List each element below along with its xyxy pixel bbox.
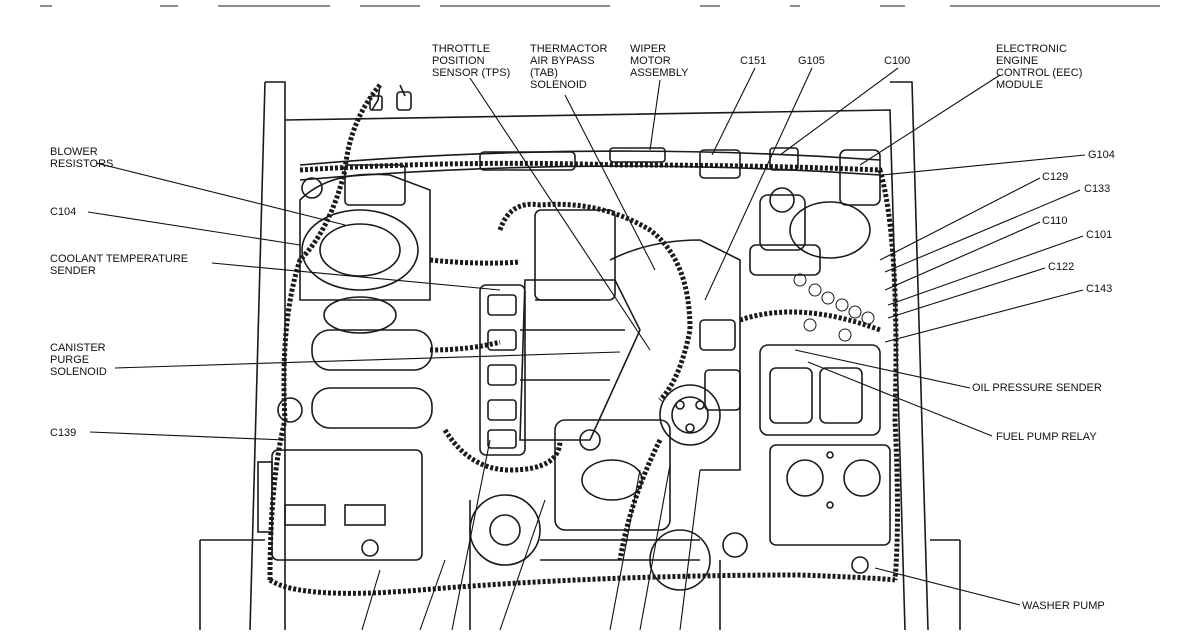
label-c151: C151	[740, 55, 766, 67]
vehicle-body-outline	[199, 81, 961, 631]
label-c100: C100	[884, 55, 910, 67]
washer-reservoir	[769, 444, 891, 574]
svg-text:WIPER: WIPER	[630, 43, 666, 55]
label-fuel-pump-relay: FUEL PUMP RELAY	[996, 431, 1097, 443]
heater-blower-housing	[299, 164, 431, 301]
intake-plenum	[519, 209, 641, 441]
svg-text:PURGE: PURGE	[50, 354, 89, 366]
svg-text:SOLENOID: SOLENOID	[50, 366, 107, 378]
label-c110: C110	[1042, 215, 1067, 227]
wiring-harness-top-connectors	[369, 84, 412, 111]
label-c139: C139	[50, 427, 76, 439]
svg-text:ASSEMBLY: ASSEMBLY	[630, 67, 689, 79]
svg-text:RESISTORS: RESISTORS	[50, 158, 113, 170]
label-throttle-position-sensor: THROTTLE POSITION SENSOR (TPS)	[432, 43, 510, 79]
svg-text:MODULE: MODULE	[996, 79, 1043, 91]
label-c133: C133	[1084, 183, 1110, 195]
label-c104: C104	[50, 206, 76, 218]
label-g104: G104	[1088, 149, 1115, 161]
label-c122: C122	[1048, 261, 1074, 273]
label-oil-pressure-sender: OIL PRESSURE SENDER	[972, 382, 1102, 394]
wiring-harness	[267, 83, 900, 596]
label-c129: C129	[1042, 171, 1068, 183]
svg-text:CANISTER: CANISTER	[50, 342, 106, 354]
battery	[257, 449, 423, 561]
master-cylinder	[749, 187, 871, 276]
label-coolant-temperature-sender: COOLANT TEMPERATURE SENDER	[50, 253, 188, 277]
label-wiper-motor-assembly: WIPER MOTOR ASSEMBLY	[630, 43, 689, 79]
svg-text:CONTROL (EEC): CONTROL (EEC)	[996, 67, 1082, 79]
label-c101: C101	[1086, 229, 1112, 241]
svg-text:BLOWER: BLOWER	[50, 146, 98, 158]
engine-front	[469, 419, 748, 630]
svg-text:AIR BYPASS: AIR BYPASS	[530, 55, 595, 67]
label-washer-pump: WASHER PUMP	[1022, 600, 1105, 612]
leader-lines	[87, 67, 1086, 631]
svg-text:SENDER: SENDER	[50, 265, 96, 277]
connector-cluster	[793, 273, 875, 342]
svg-text:POSITION: POSITION	[432, 55, 485, 67]
svg-text:MOTOR: MOTOR	[630, 55, 671, 67]
label-g105: G105	[798, 55, 825, 67]
svg-text:(TAB): (TAB)	[530, 67, 558, 79]
label-thermactor-air-bypass: THERMACTOR AIR BYPASS (TAB) SOLENOID	[530, 43, 607, 91]
label-canister-purge-solenoid: CANISTER PURGE SOLENOID	[50, 342, 107, 378]
left-injector-rail	[479, 284, 526, 456]
svg-text:THERMACTOR: THERMACTOR	[530, 43, 607, 55]
eec-module-box	[699, 147, 881, 206]
svg-text:ELECTRONIC: ELECTRONIC	[996, 43, 1067, 55]
distributor	[659, 384, 721, 446]
label-eec-module: ELECTRONIC ENGINE CONTROL (EEC) MODULE	[996, 43, 1082, 91]
svg-text:THROTTLE: THROTTLE	[432, 43, 490, 55]
svg-text:SOLENOID: SOLENOID	[530, 79, 587, 91]
svg-text:SENSOR (TPS): SENSOR (TPS)	[432, 67, 510, 79]
label-blower-resistors: BLOWER RESISTORS	[50, 146, 113, 170]
canister-assembly	[277, 296, 433, 429]
svg-text:ENGINE: ENGINE	[996, 55, 1038, 67]
relay-box	[759, 344, 881, 436]
label-c143: C143	[1086, 283, 1112, 295]
svg-text:COOLANT TEMPERATURE: COOLANT TEMPERATURE	[50, 253, 188, 265]
